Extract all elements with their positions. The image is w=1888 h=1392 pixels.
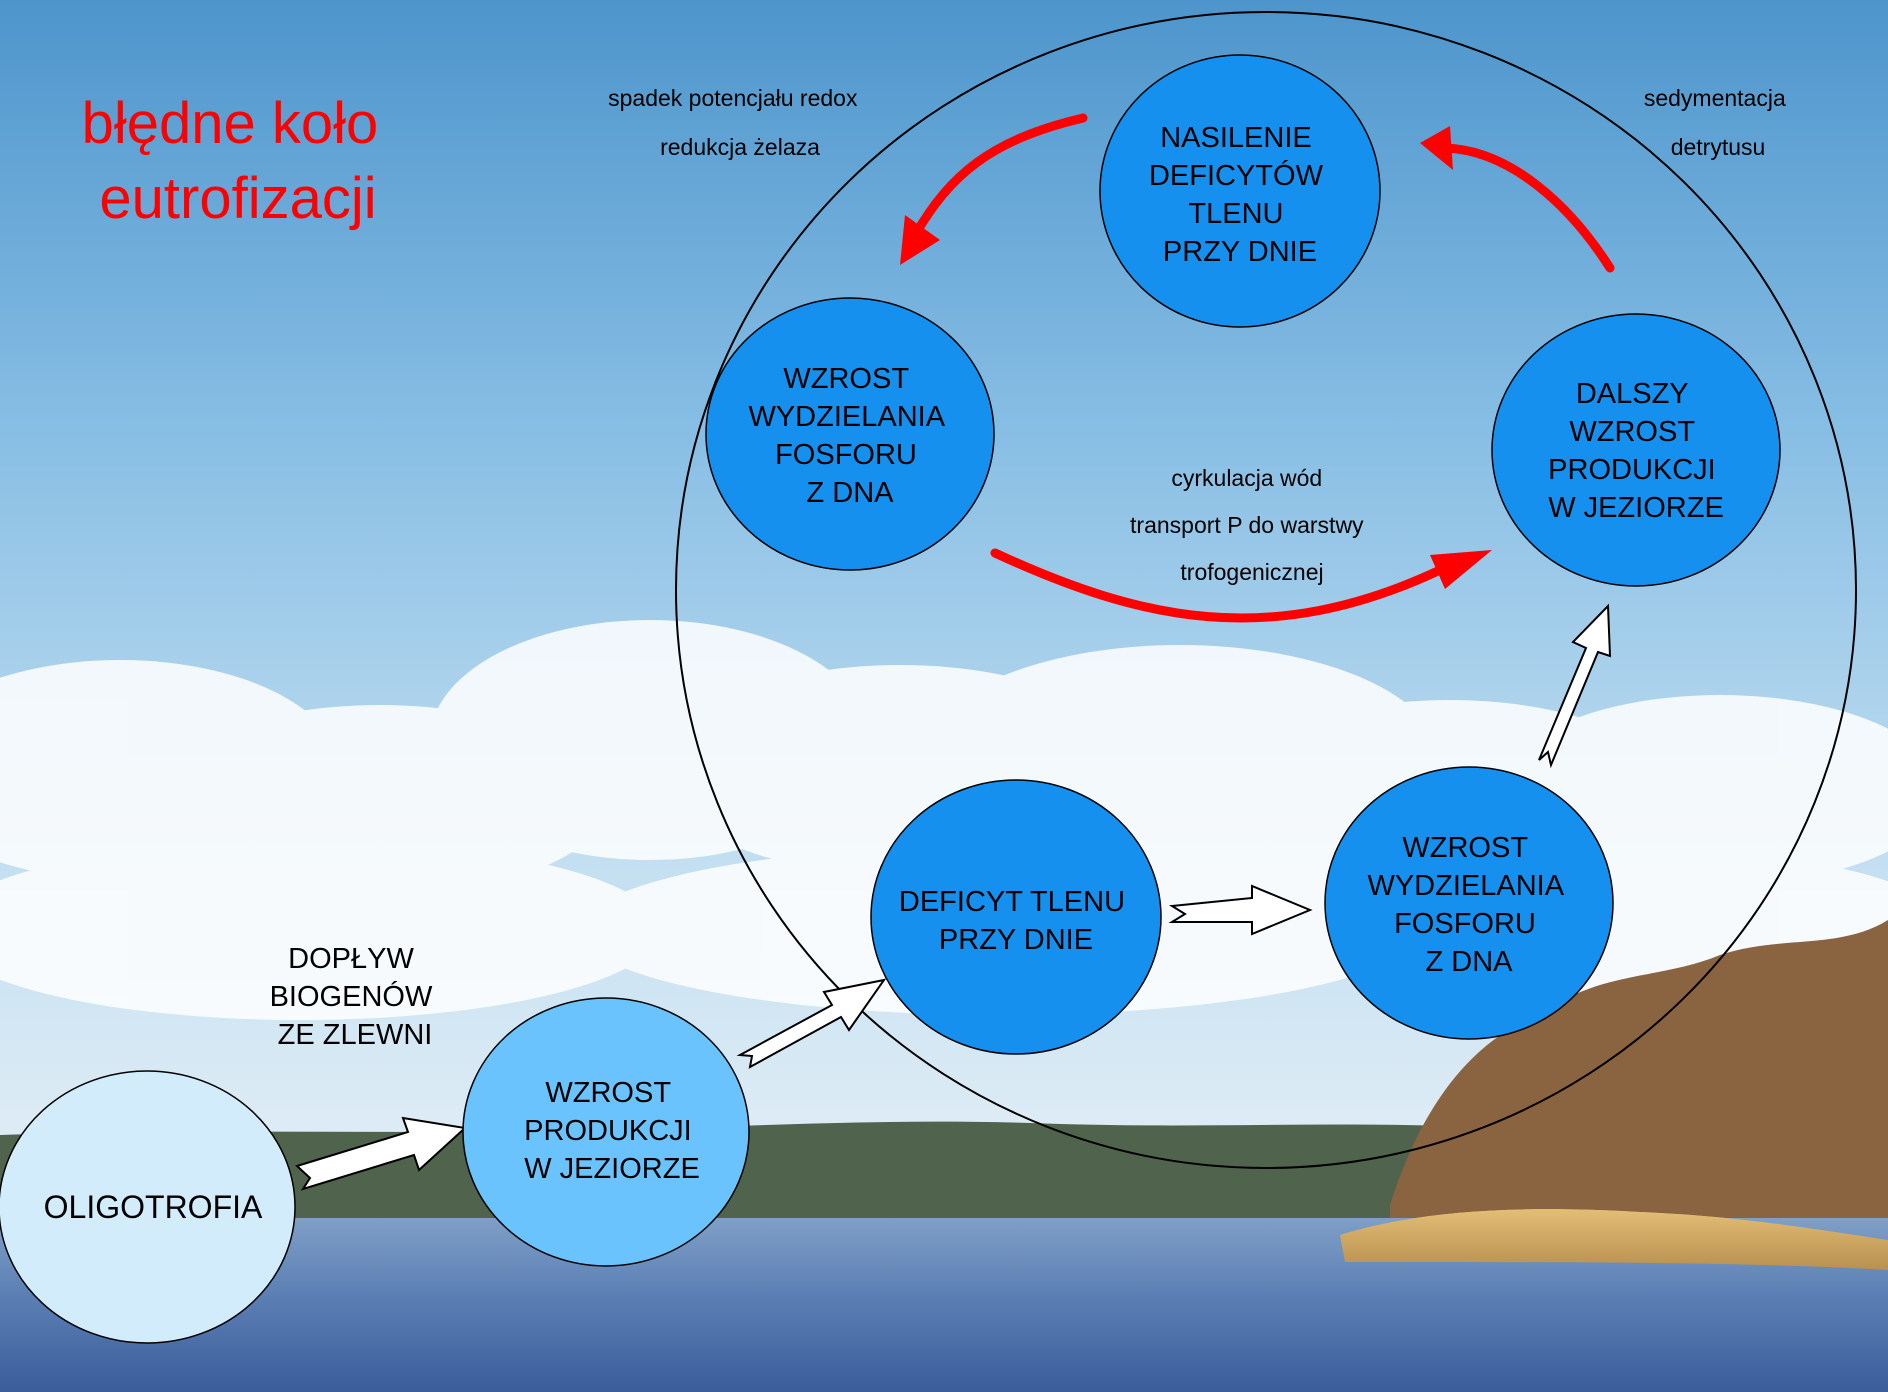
svg-text:OLIGOTROFIA: OLIGOTROFIA xyxy=(44,1189,263,1225)
label-redox-iron: spadek potencjału redox redukcja żelaza xyxy=(608,85,864,160)
node-oligotrofia: OLIGOTROFIA xyxy=(0,1070,296,1344)
svg-text:DALSZY WZROST PROD: DALSZY WZROST PRODUKCJI W JEZIORZE xyxy=(1548,378,1724,524)
svg-text:WZROST WYDZIELANIA: WZROST WYDZIELANIA FOSFORU Z DNA xyxy=(1367,832,1570,978)
label-nutrient-inflow: DOPŁYW BIOGENÓW ZE ZLEWNI xyxy=(270,943,441,1051)
label-water-circulation: cyrkulacja wód transport P do warstwy tr… xyxy=(1130,465,1370,585)
hollow-arrow-phosphorus-to-further-production xyxy=(1538,603,1612,769)
label-sedimentation: sedymentacja detrytusu xyxy=(1644,85,1792,160)
hollow-arrow-oligotrofia-to-production xyxy=(295,1116,468,1191)
node-oxygen-deficit-intensification: NASILENIE DEFICYTÓW TLENU PRZY DNIE xyxy=(1099,54,1381,328)
red-arrowhead xyxy=(1420,126,1453,170)
diagram-title: błędne koło eutrofizacji xyxy=(82,91,395,231)
red-arrowhead xyxy=(900,215,940,265)
node-further-production-increase: DALSZY WZROST PRODUKCJI W JEZIORZE xyxy=(1491,313,1781,587)
tree-line xyxy=(1390,920,1888,1230)
node-oxygen-deficit: DEFICYT TLENU PRZY DNIE xyxy=(870,779,1162,1055)
node-production-increase: WZROST PRODUKCJI W JEZIORZE xyxy=(462,997,750,1267)
red-arrowhead xyxy=(1430,550,1492,589)
hollow-arrow-production-to-deficit xyxy=(736,978,887,1069)
cycle-boundary-circle xyxy=(675,11,1857,1169)
hollow-arrow-deficit-to-phosphorus xyxy=(1168,884,1313,936)
node-phosphorus-release-lower: WZROST WYDZIELANIA FOSFORU Z DNA xyxy=(1324,766,1614,1040)
node-phosphorus-release-upper: WZROST WYDZIELANIA FOSFORU Z DNA xyxy=(705,297,995,571)
svg-text:NASILENIE DEFICYTÓW: NASILENIE DEFICYTÓW TLENU PRZY DNIE xyxy=(1149,122,1331,268)
svg-text:DEFICYT TLENU PRZY DNIE: DEFICYT TLENU PRZY DNIE xyxy=(899,886,1133,956)
svg-text:WZROST PRODUKCJI W: WZROST PRODUKCJI W JEZIORZE xyxy=(524,1077,700,1185)
red-arrow-circulation xyxy=(990,548,1445,623)
red-arrow-to-oxygen-deficit-intensify xyxy=(1440,143,1615,273)
red-arrow-to-phosphorus-release xyxy=(910,113,1088,240)
svg-text:WZROST WYDZIELANIA: WZROST WYDZIELANIA FOSFORU Z DNA xyxy=(748,363,951,509)
